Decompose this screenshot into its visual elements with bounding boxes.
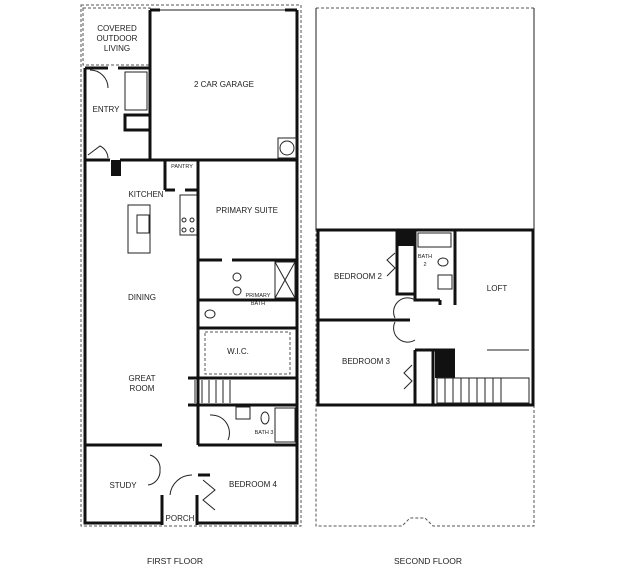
water-heater	[277, 137, 297, 159]
room-label-primary-suite: PRIMARY SUITE	[216, 206, 278, 215]
first-floor-caption: FIRST FLOOR	[147, 556, 203, 566]
room-label-bath3: BATH 3	[255, 430, 274, 436]
bedroom3-closet-doors	[403, 364, 413, 390]
wic-shelves	[204, 331, 291, 375]
room-label-kitchen: KITCHEN	[128, 190, 163, 199]
room-label-bath2: 2	[423, 262, 426, 268]
toilet-icon	[260, 411, 270, 425]
water-heater-icon	[279, 140, 295, 156]
room-label-entry: ENTRY	[93, 105, 121, 114]
exterior-walls	[83, 8, 299, 525]
bath3-door-swing	[209, 414, 230, 441]
room-label: COVERED	[97, 24, 137, 33]
second-floor-caption: SECOND FLOOR	[394, 556, 462, 566]
room-label-pantry: PANTRY	[171, 164, 193, 170]
bedroom2-closet-doors	[386, 252, 396, 277]
sink-icon	[232, 286, 242, 296]
kitchen-island	[127, 204, 151, 254]
toilet-icon	[437, 257, 449, 267]
room-label-bedroom4: BEDROOM 4	[229, 480, 278, 489]
room-label-bedroom2: BEDROOM 2	[334, 272, 383, 281]
room-label-great-room: ROOM	[130, 384, 155, 393]
second-floor-plan: BEDROOM 2 BATH 2 LOFT BEDROOM 3 SECOND F…	[315, 7, 535, 566]
bathtub	[274, 407, 296, 443]
sink-icon	[235, 406, 251, 420]
first-floor-outline	[80, 4, 302, 527]
room-label-garage: 2 CAR GARAGE	[194, 80, 254, 89]
side-door-swing	[87, 145, 109, 159]
shower	[274, 261, 296, 299]
toilet-icon	[204, 309, 216, 319]
sink-icon	[136, 214, 150, 234]
stair-walls	[188, 376, 297, 407]
pantry-walls	[163, 160, 198, 192]
room-label-bath2: BATH	[418, 254, 432, 260]
column	[111, 160, 121, 176]
room-label-loft: LOFT	[487, 284, 508, 293]
entry-bench	[124, 71, 148, 111]
study-doors	[147, 454, 161, 486]
stairs-second-floor	[436, 349, 530, 404]
entry-door-swing	[89, 69, 109, 89]
bathtub	[417, 232, 452, 248]
stairs-first-floor	[194, 380, 231, 403]
front-door-swing	[169, 474, 193, 496]
room-label-primary-bath: PRIMARY	[246, 293, 271, 299]
second-floor-walls	[316, 228, 535, 407]
first-floor-plan: COVERED OUTDOOR LIVING 2 CAR GARAGE ENTR…	[80, 4, 302, 566]
room-label-dining: DINING	[128, 293, 156, 302]
room-label-bedroom3: BEDROOM 3	[342, 357, 391, 366]
stair-wall-block	[435, 350, 455, 378]
room-label-primary-bath: BATH	[251, 301, 265, 307]
room-label-study: STUDY	[109, 481, 137, 490]
porch-walls	[160, 473, 210, 525]
entry-closet	[123, 113, 152, 132]
sink-icon	[437, 274, 453, 290]
room-label-great-room: GREAT	[129, 374, 156, 383]
room-label: OUTDOOR	[97, 34, 138, 43]
sink-icon	[232, 272, 242, 282]
room-label: LIVING	[104, 44, 130, 53]
bedroom-door-swings	[393, 297, 416, 343]
room-label-wic: W.I.C.	[227, 347, 249, 356]
chase	[397, 230, 415, 246]
room-label-porch: PORCH	[166, 514, 195, 523]
bedroom4-closet-doors	[202, 479, 216, 511]
